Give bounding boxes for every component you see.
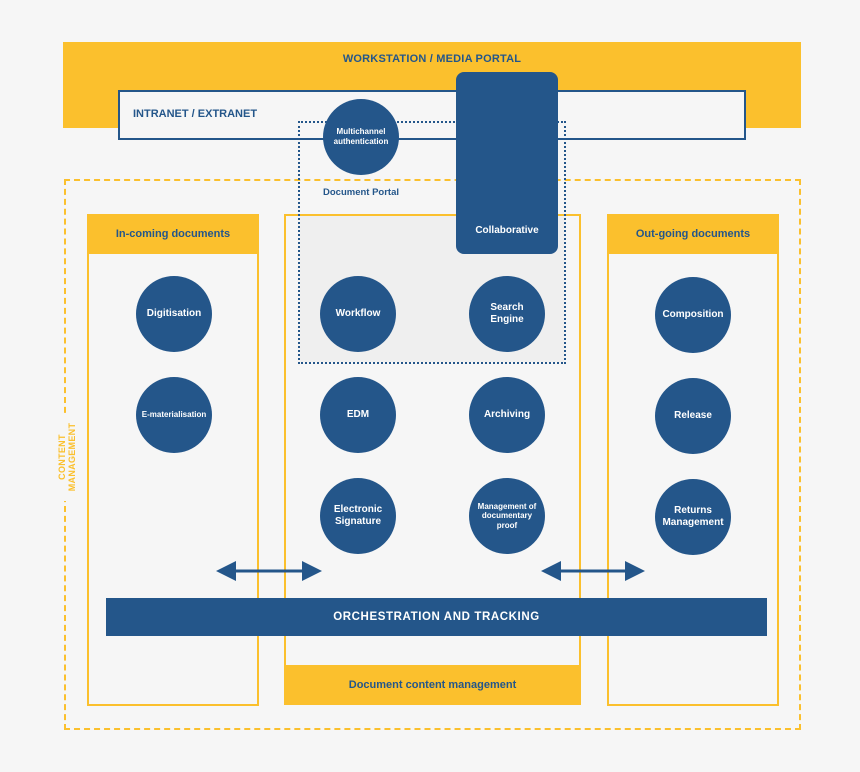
multichannel-authentication-label: Multichannel authentication [333, 127, 389, 146]
composition-circle: Composition [655, 277, 731, 353]
workstation-media-portal-label: WORKSTATION / MEDIA PORTAL [342, 53, 522, 65]
document-portal-frame [298, 121, 566, 364]
archiving-label: Archiving [483, 409, 531, 420]
collaborative-block: Collaborative [456, 72, 558, 254]
search-engine-circle: Search Engine [469, 276, 545, 352]
digitisation-circle: Digitisation [136, 276, 212, 352]
release-label: Release [674, 410, 712, 421]
electronic-signature-label: Electronic Signature [333, 504, 383, 527]
outgoing-documents-header: Out-going documents [607, 214, 779, 254]
content-management-label: CONTENT MANAGEMENT [57, 413, 77, 501]
collaborative-label: Collaborative [475, 225, 539, 236]
e-materialisation-label: E-materialisation [141, 410, 207, 420]
right-double-arrow-icon [541, 561, 645, 581]
orchestration-tracking-label: ORCHESTRATION AND TRACKING [333, 611, 540, 623]
edm-label: EDM [346, 409, 370, 420]
document-content-management-label: Document content management [348, 679, 517, 691]
workflow-circle: Workflow [320, 276, 396, 352]
orchestration-tracking-bar: ORCHESTRATION AND TRACKING [106, 598, 767, 636]
left-double-arrow-icon [216, 561, 322, 581]
documentary-proof-label: Management of documentary proof [477, 501, 537, 530]
workflow-label: Workflow [335, 308, 381, 319]
document-content-management-footer: Document content management [284, 665, 581, 705]
composition-label: Composition [662, 309, 724, 320]
edm-circle: EDM [320, 377, 396, 453]
document-portal-label: Document Portal [323, 187, 400, 198]
release-circle: Release [655, 378, 731, 454]
incoming-documents-header: In-coming documents [87, 214, 259, 254]
returns-management-label: Returns Management [662, 505, 724, 528]
returns-management-circle: Returns Management [655, 479, 731, 555]
search-engine-label: Search Engine [490, 302, 524, 325]
documentary-proof-circle: Management of documentary proof [469, 478, 545, 554]
intranet-extranet-label: INTRANET / EXTRANET [133, 108, 258, 120]
electronic-signature-circle: Electronic Signature [320, 478, 396, 554]
multichannel-authentication-circle: Multichannel authentication [323, 99, 399, 175]
intranet-extranet-band [118, 90, 746, 140]
e-materialisation-circle: E-materialisation [136, 377, 212, 453]
digitisation-label: Digitisation [146, 308, 202, 319]
archiving-circle: Archiving [469, 377, 545, 453]
